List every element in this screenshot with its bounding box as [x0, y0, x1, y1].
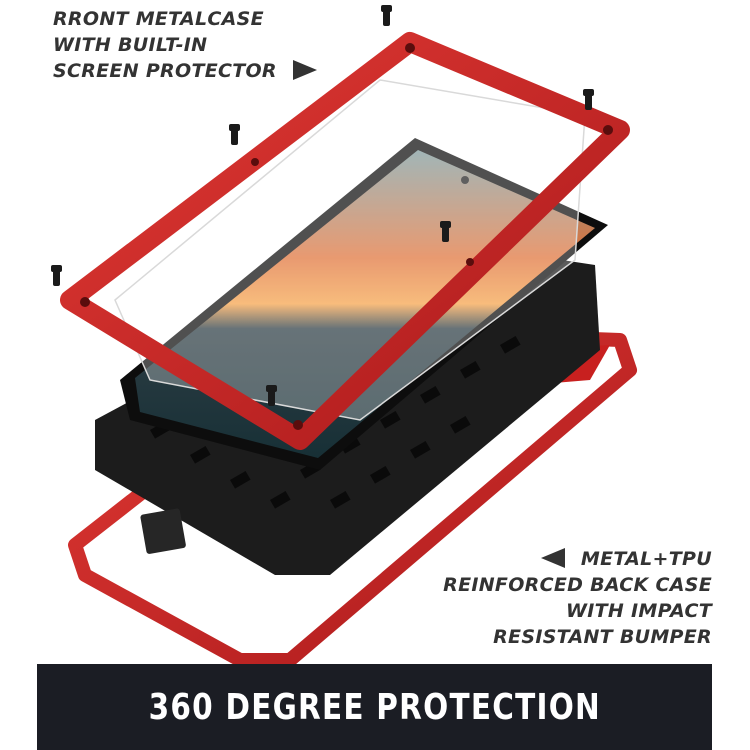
- protection-banner: 360 DEGREE PROTECTION: [37, 664, 712, 750]
- product-exploded-view: [51, 5, 637, 667]
- back-callout-line-2: REINFORCED BACK CASE: [443, 574, 712, 596]
- front-callout-line-3-text: SCREEN PROTECTOR: [53, 60, 277, 82]
- arrow-right-icon: [292, 59, 317, 80]
- screws: [51, 5, 594, 406]
- banner-title: 360 DEGREE PROTECTION: [148, 686, 601, 728]
- front-callout-line-3: SCREEN PROTECTOR: [53, 58, 317, 84]
- back-case-callout: METAL+TPU REINFORCED BACK CASE WITH IMPA…: [443, 546, 712, 650]
- back-callout-line-3: WITH IMPACT: [566, 600, 712, 622]
- back-callout-line-4: RESISTANT BUMPER: [493, 626, 712, 648]
- back-callout-line-1-text: METAL+TPU: [580, 548, 712, 570]
- front-callout-line-1: RRONT METALCASE: [53, 8, 264, 30]
- phone: [120, 138, 608, 470]
- front-case-callout: RRONT METALCASE WITH BUILT-IN SCREEN PRO…: [53, 6, 317, 84]
- back-callout-line-1: METAL+TPU: [443, 546, 712, 572]
- arrow-left-icon: [540, 547, 565, 568]
- front-metal-frame: [60, 32, 630, 450]
- front-callout-line-2: WITH BUILT-IN: [53, 34, 208, 56]
- screen-protector: [114, 79, 586, 421]
